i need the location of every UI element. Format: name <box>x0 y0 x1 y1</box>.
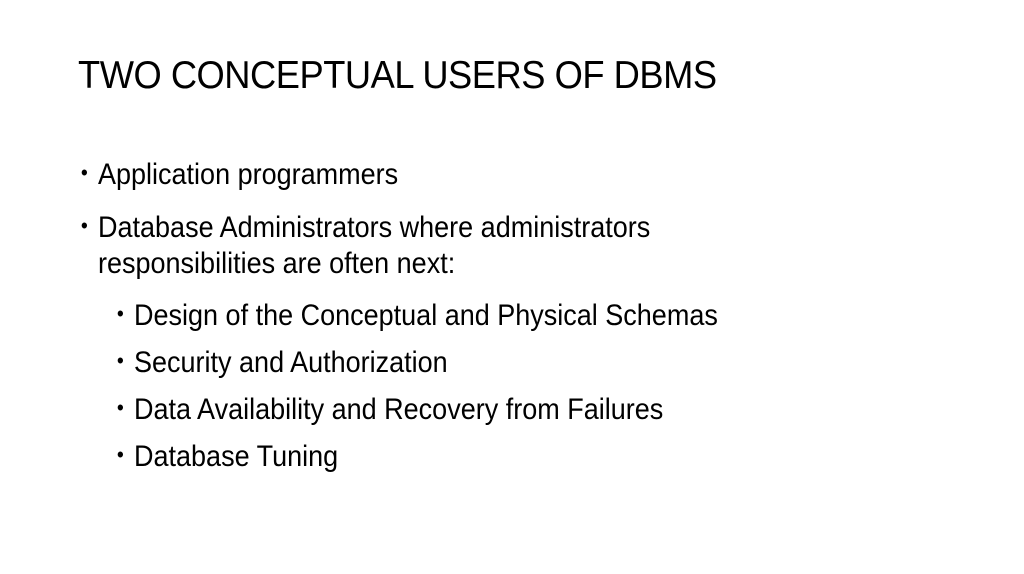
bullet-icon: • <box>116 301 124 326</box>
bullet-text-line-1: Database Administrators where administra… <box>98 211 651 244</box>
bullet-icon: • <box>116 442 124 467</box>
bullet-text: Database Tuning <box>134 440 339 473</box>
sub-bullet-item-data-availability: • Data Availability and Recovery from Fa… <box>117 392 664 428</box>
bullet-icon: • <box>116 348 124 373</box>
bullet-text-line-2: responsibilities are often next: <box>98 247 456 280</box>
bullet-icon: • <box>80 213 88 238</box>
sub-bullet-item-database-tuning: • Database Tuning <box>117 439 339 475</box>
bullet-text: Application programmers <box>98 158 399 191</box>
sub-bullet-item-security: • Security and Authorization <box>117 345 448 381</box>
bullet-text: Data Availability and Recovery from Fail… <box>134 393 664 426</box>
bullet-text: Design of the Conceptual and Physical Sc… <box>134 299 718 332</box>
bullet-icon: • <box>80 160 88 185</box>
bullet-icon: • <box>116 395 124 420</box>
bullet-item-database-administrators: • Database Administrators where administ… <box>81 210 651 282</box>
bullet-item-application-programmers: • Application programmers <box>81 157 399 193</box>
slide-title: TWO CONCEPTUAL USERS OF DBMS <box>78 54 717 97</box>
sub-bullet-item-design: • Design of the Conceptual and Physical … <box>117 298 718 334</box>
bullet-text: Security and Authorization <box>134 346 448 379</box>
